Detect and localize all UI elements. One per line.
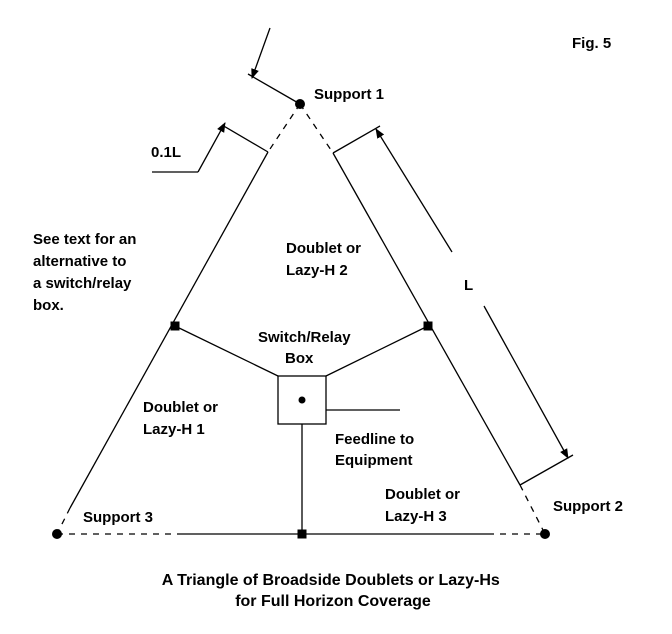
element-3-label: Doublet or Lazy-H 3 xyxy=(385,486,464,525)
support-2-label: Support 2 xyxy=(553,498,623,515)
extension-line-length-bottom xyxy=(519,454,574,486)
feed-lines xyxy=(174,325,429,534)
feed-point-2 xyxy=(423,321,433,331)
length-dimension-label: L xyxy=(464,277,473,294)
gap-top-right xyxy=(299,103,334,154)
support-1-label: Support 1 xyxy=(314,86,384,103)
element-wire-1 xyxy=(69,151,269,509)
support-3-point xyxy=(52,529,62,539)
switch-box-label: Switch/Relay Box xyxy=(258,329,355,367)
element-2-label: Doublet or Lazy-H 2 xyxy=(286,240,365,279)
gap-top-left xyxy=(267,103,301,153)
element-1-label: Doublet or Lazy-H 1 xyxy=(143,399,222,438)
note-text: See text for an alternative to a switch/… xyxy=(33,231,141,314)
length-arrow-bottom xyxy=(483,305,569,459)
gap-dimension-label: 0.1L xyxy=(151,144,181,161)
gap-bottom-right xyxy=(519,484,546,535)
dimension-gap xyxy=(152,27,301,173)
support-2-point xyxy=(540,529,550,539)
support-3-label: Support 3 xyxy=(83,509,153,526)
switch-box-center xyxy=(298,396,306,404)
extension-line-top xyxy=(247,73,301,105)
feedline-label: Feedline to Equipment xyxy=(335,431,418,469)
gap-arrow-bottom xyxy=(197,122,226,173)
length-arrow-top xyxy=(375,128,453,253)
extension-line-length-top xyxy=(332,125,381,154)
element-wire-2 xyxy=(332,152,521,486)
triangle-outline xyxy=(56,103,546,535)
dimension-length xyxy=(332,125,574,486)
feed-line-2 xyxy=(325,325,429,377)
figure-label: Fig. 5 xyxy=(572,35,611,52)
extension-line-gap xyxy=(221,124,269,153)
gap-arrow-top xyxy=(251,27,271,79)
feed-point-1 xyxy=(170,321,180,331)
feed-line-1 xyxy=(174,325,279,377)
feed-point-3 xyxy=(297,529,307,539)
figure-caption: A Triangle of Broadside Doublets or Lazy… xyxy=(162,572,505,610)
